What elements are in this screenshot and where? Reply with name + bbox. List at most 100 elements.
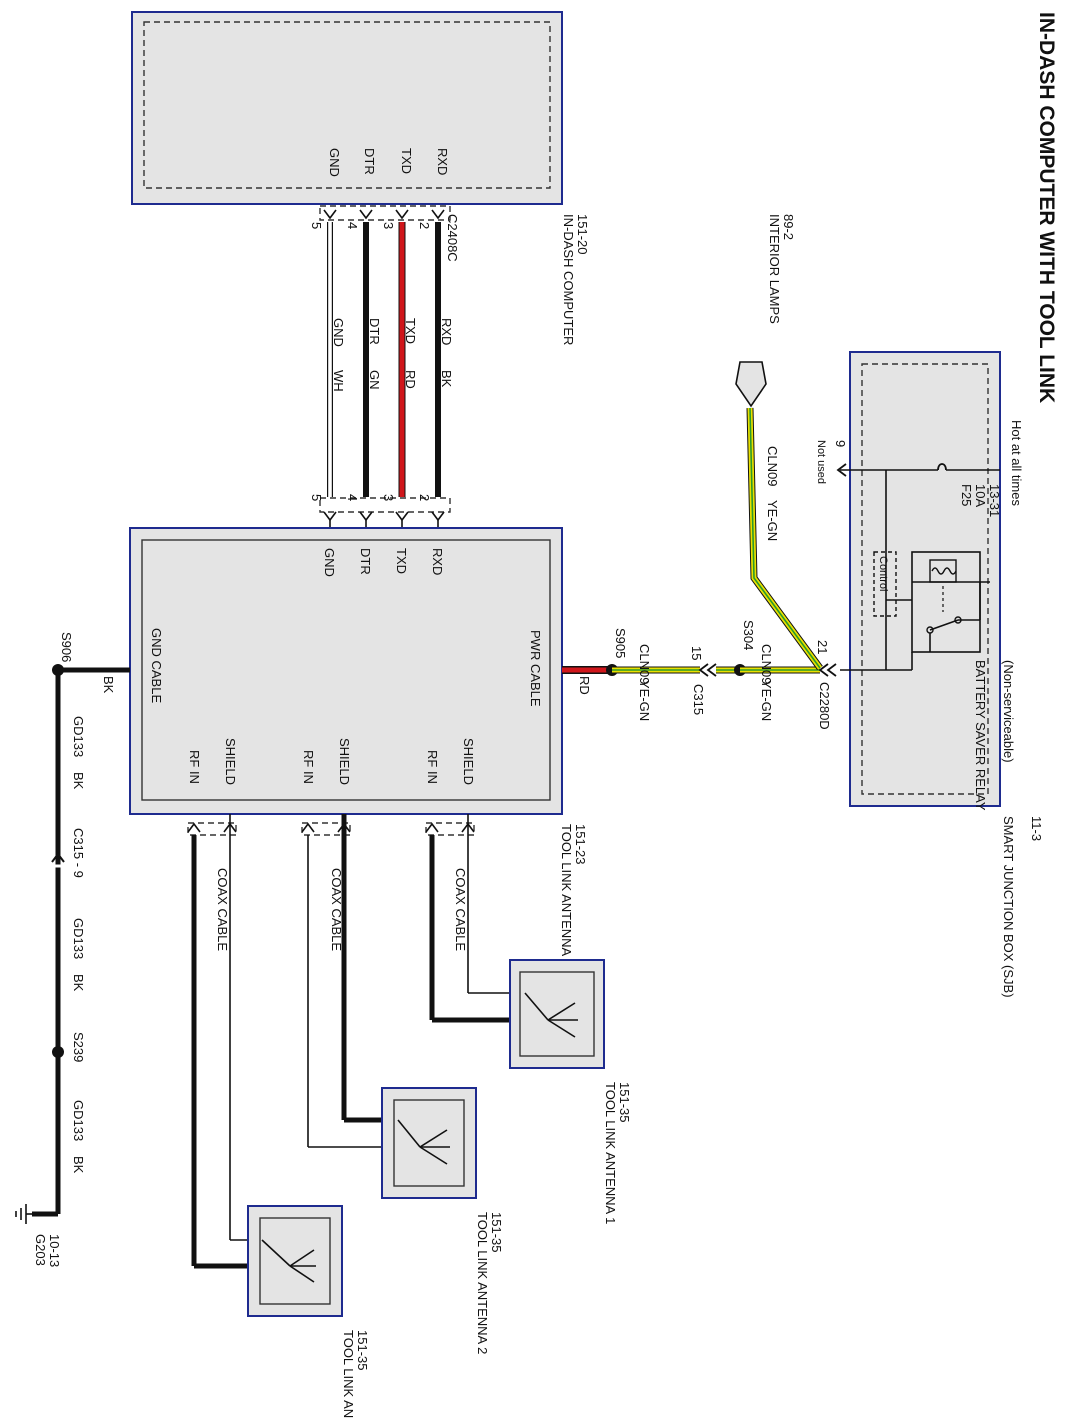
antenna-2-icon [397,1119,450,1165]
cln09-circuit-3: CLN09 [765,446,780,486]
antenna-1-icon [524,992,578,1038]
ground-color-1: BK [71,772,86,790]
idc-pin-rxd: RXD [435,148,450,175]
coax-label-1: COAX CABLE [453,868,468,951]
connector-c315-9: C315 - 9 [71,828,86,878]
idc-pin-gnd: GND [327,148,342,177]
tlm-pin-num-2: 2 [417,494,432,501]
antenna-3-ref: 151-35 [355,1330,370,1370]
fuse-f25-rating: 10A [973,484,988,507]
tlm-shield-1: SHIELD [461,738,476,785]
tlm-pwr-cable: PWR CABLE [528,630,543,707]
splice-s906: S906 [59,632,74,662]
cln09-color-1: YE-GN [637,680,652,721]
splice-s304: S304 [741,620,756,650]
ground-circuit: S906 BK GD133 BK C315 - 9 GD133 BK S239 … [15,632,130,1267]
cln09-color-2: YE-GN [759,680,774,721]
sjb-name: SMART JUNCTION BOX (SJB) [1001,816,1016,998]
sjb-pin-9: 9 [833,440,848,447]
c315-connector: C315 [691,684,706,715]
idc-pin-num-2: 2 [417,222,432,229]
idc-pin-num-4: 4 [345,222,360,229]
data-wires: 5 4 3 2 5 4 3 2 GND WH DTR GN TXD RD RXD… [309,209,454,530]
antenna-1-ref: 151-35 [617,1082,632,1122]
ground-circuit-2: GD133 [71,918,86,959]
cln09-circuit-1: CLN09 [637,644,652,684]
ground-circuit-1: GD133 [71,716,86,757]
ground-color-3: BK [71,1156,86,1174]
interior-lamps-name: INTERIOR LAMPS [767,214,782,324]
tool-link-antenna-1 [509,959,605,1069]
idc-pin-num-5: 5 [309,222,324,229]
coax-label-2: COAX CABLE [329,868,344,951]
ground-g203-ref: 10-13 [47,1234,62,1267]
power-circuit: RD S905 CLN09 YE-GN 15 C315 S304 CLN09 Y… [562,407,837,730]
idc-pin-dtr: DTR [362,148,377,175]
antenna-2-name: TOOL LINK ANTENNA 2 [475,1212,490,1354]
fuse-f25-name: F25 [959,484,974,506]
coax-cables: COAX CABLE COAX CABLE COAX CABLE [187,814,548,1269]
ground-circuit-3: GD133 [71,1100,86,1141]
wire-dtr-color: GN [367,370,382,390]
idc-ref: 151-20 [575,214,590,254]
coax-label-3: COAX CABLE [215,868,230,951]
splice-s239: S239 [71,1032,86,1062]
idc-name: IN-DASH COMPUTER [561,214,576,345]
wire-gnd-circuit: GND [331,318,346,347]
idc-pin-txd: TXD [399,148,414,174]
tlm-gnd-cable: GND CABLE [149,628,164,703]
antenna-2-ref: 151-35 [489,1212,504,1252]
sjb-hot-label: Hot at all times [1009,420,1024,506]
tlm-pin-rxd: RXD [430,548,445,575]
ground-g203: G203 [33,1234,48,1266]
diagram-title: IN-DASH COMPUTER WITH TOOL LINK [1035,12,1058,403]
tlm-pin-num-5: 5 [309,494,324,501]
relay-name: BATTERY SAVER RELAY [973,660,988,811]
pwr-wire-color: RD [577,676,592,695]
tool-link-antenna-3 [247,1205,343,1317]
ground-wire-color-1: BK [101,676,116,694]
tlm-rf-in-2: RF IN [301,750,316,784]
tlm-pin-dtr: DTR [358,548,373,575]
relay-note: (Non-serviceable) [1001,660,1016,763]
tlm-rf-in-1: RF IN [425,750,440,784]
sjb-pin-9-not-used: Not used [815,440,827,484]
tlm-shield-2: SHIELD [337,738,352,785]
tlm-rf-in-3: RF IN [187,750,202,784]
wire-rxd-color: BK [439,370,454,388]
splice-s905: S905 [613,628,628,658]
tlm-pin-gnd: GND [322,548,337,577]
wire-txd-circuit: TXD [403,318,418,344]
wire-txd-color: RD [403,370,418,389]
smart-junction-box: Control Hot at all times F25 10A 13-31 B… [836,351,1024,811]
c315-pin: 15 [689,646,704,660]
tool-link-antenna-module: GND DTR TXD RXD PWR CABLE GND CABLE SHIE… [129,527,563,815]
interior-lamps [735,361,767,408]
tlm-pin-txd: TXD [394,548,409,574]
sjb-ref: 11-3 [1029,816,1044,841]
wire-dtr-circuit: DTR [367,318,382,345]
tlm-ref: 151-23 [573,824,588,864]
fuse-f25-ref: 13-31 [987,484,1002,517]
cln09-circuit-2: CLN09 [759,644,774,684]
ground-color-2: BK [71,974,86,992]
tlm-shield-3: SHIELD [223,738,238,785]
tlm-pin-num-4: 4 [345,494,360,501]
antenna-3-name: TOOL LINK ANTENNA 3 [341,1330,356,1418]
wire-rxd-circuit: RXD [439,318,454,345]
interior-lamps-ref: 89-2 [781,214,796,240]
in-dash-computer: GND DTR TXD RXD [131,11,563,205]
idc-connector: C2408C [445,214,460,262]
tool-link-antenna-2 [381,1087,477,1199]
wire-gnd-color: WH [331,370,346,392]
sjb-connector: C2280D [817,682,832,730]
cln09-color-3: YE-GN [765,500,780,541]
ground-symbol-icon [15,1204,32,1224]
sjb-pin-21: 21 [815,640,830,654]
antenna-1-name: TOOL LINK ANTENNA 1 [603,1082,618,1224]
antenna-3-icon [261,1239,316,1283]
relay-control: Control [877,556,889,591]
tlm-pin-num-3: 3 [381,494,396,501]
idc-pin-num-3: 3 [381,222,396,229]
